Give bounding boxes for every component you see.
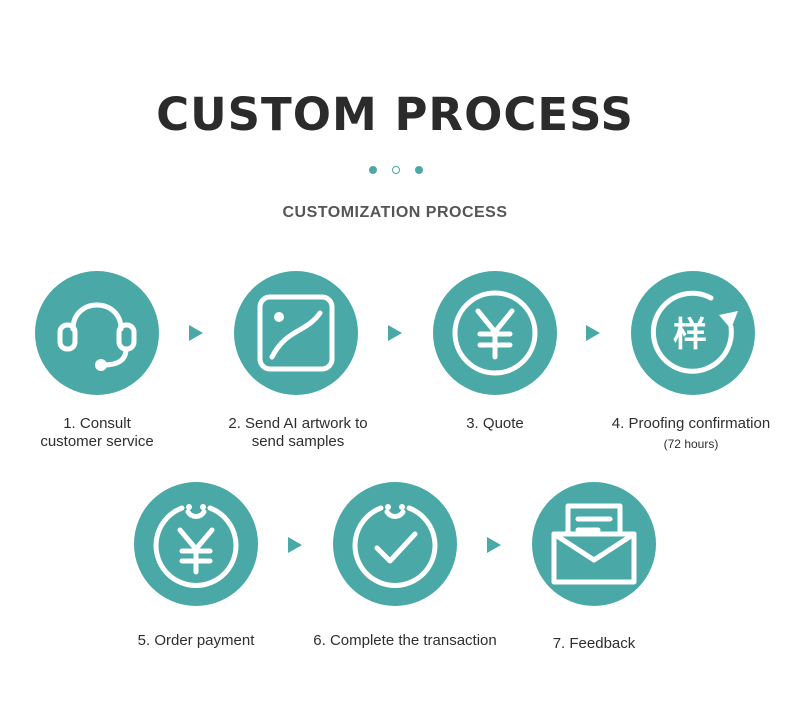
step-3-label: 3. Quote: [466, 415, 524, 432]
yen-payment-icon: [153, 504, 239, 588]
headset-icon: [57, 302, 137, 371]
step-4-circle: 样: [631, 271, 755, 395]
page-subtitle: CUSTOMIZATION PROCESS: [282, 204, 508, 221]
step-7-label: 7. Feedback: [552, 635, 636, 652]
arrow-right-icon: [487, 537, 501, 553]
dot-icon: [392, 166, 400, 174]
checkmark-icon: [352, 504, 438, 588]
step-6-label: 6. Complete the transaction: [313, 632, 497, 649]
envelope-icon: [551, 503, 637, 585]
arrow-right-icon: [586, 325, 600, 341]
step-1-label: 1. Consult customer service: [40, 415, 154, 450]
sample-glyph: 样: [673, 315, 707, 355]
page-title: CUSTOM PROCESS: [156, 88, 634, 141]
decorative-dots: [0, 166, 790, 176]
step-1-circle: [35, 271, 159, 395]
step-3-circle: [433, 271, 557, 395]
arrow-right-icon: [388, 325, 402, 341]
step-6-circle: [333, 482, 457, 606]
step-7-circle: [532, 482, 656, 606]
step-2-label: 2. Send AI artwork to send samples: [228, 415, 368, 450]
step-5-circle: [134, 482, 258, 606]
dot-icon: [415, 166, 423, 174]
step-2-circle: [234, 271, 358, 395]
yen-icon: [452, 290, 538, 376]
arrow-right-icon: [288, 537, 302, 553]
artwork-icon: [257, 294, 335, 372]
dot-icon: [369, 166, 377, 174]
step-5-label: 5. Order payment: [137, 632, 255, 649]
sample-refresh-icon: 样: [650, 290, 738, 374]
arrow-right-icon: [189, 325, 203, 341]
step-4-label: 4. Proofing confirmation (72 hours): [611, 415, 771, 451]
